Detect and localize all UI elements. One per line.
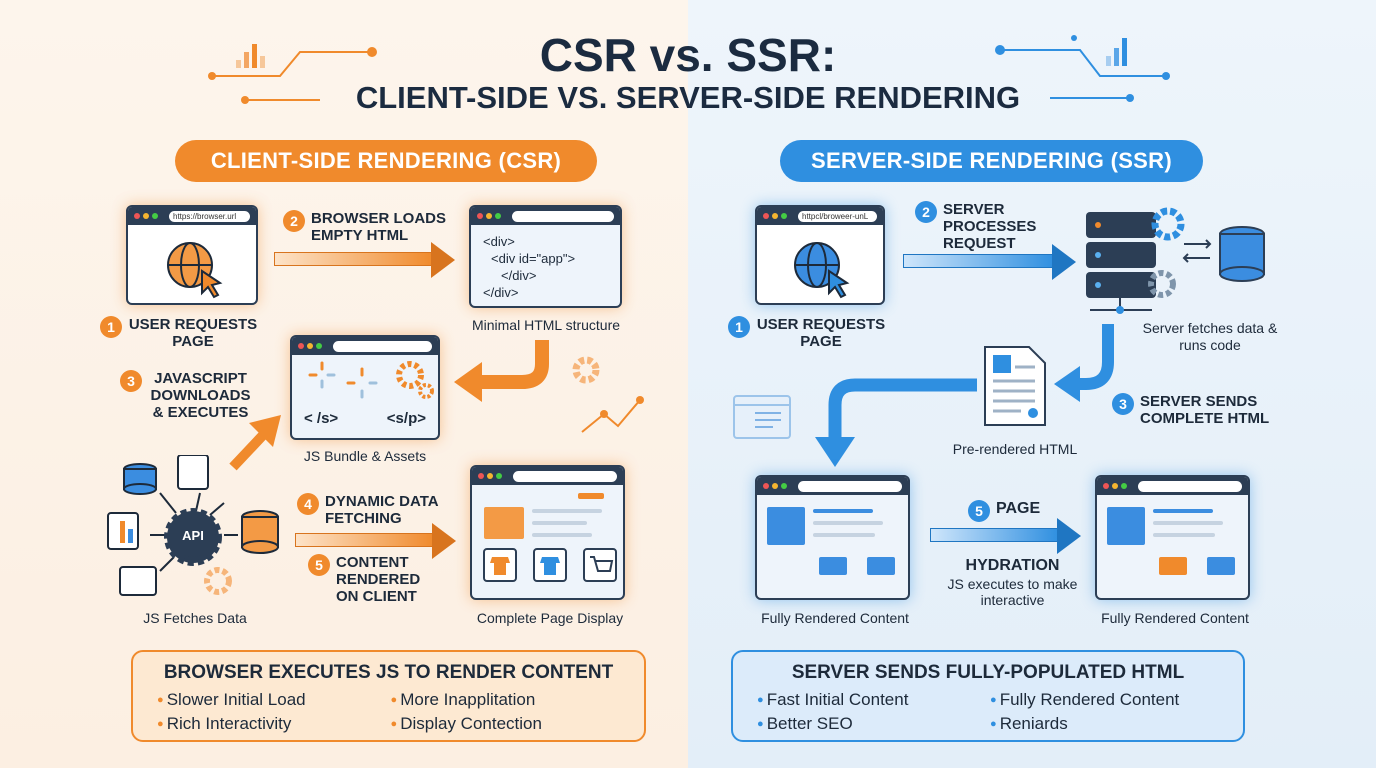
code-line: </div> xyxy=(501,268,537,283)
caption-fully-rendered-1: Fully Rendered Content xyxy=(761,610,909,626)
js-bundle-window: < /s> <s/p> xyxy=(290,335,440,440)
bundle-tag: < /s> xyxy=(304,410,339,427)
ssr-summary-box: SERVER SENDS FULLY-POPULATED HTML Fast I… xyxy=(731,650,1245,742)
csr-arrow-step2 xyxy=(274,242,455,278)
caption-complete-page: Complete Page Display xyxy=(476,610,624,626)
summary-item: Slower Initial Load xyxy=(157,690,391,710)
ssr-browser-request: httpcl/broweer-unL xyxy=(755,205,885,305)
circuit-decoration-icon xyxy=(995,35,1170,102)
csr-diagonal-arrow-icon xyxy=(229,415,281,471)
circuit-decoration-icon xyxy=(208,44,377,104)
api-data-cluster-icon xyxy=(107,455,279,596)
summary-item: Fast Initial Content xyxy=(757,690,990,710)
csr-section-pill: CLIENT-SIDE RENDERING (CSR) xyxy=(175,140,597,182)
hydration-title: HYDRATION xyxy=(965,557,1060,574)
summary-item: Better SEO xyxy=(757,714,990,734)
code-line: </div> xyxy=(483,285,519,300)
csr-summary-title: BROWSER EXECUTES JS TO RENDER CONTENT xyxy=(163,662,614,683)
server-database-icon xyxy=(1086,207,1265,314)
page-subtitle: CLIENT-SIDE VS. SERVER-SIDE RENDERING xyxy=(355,80,1021,115)
product-tiles-icon xyxy=(483,548,617,582)
bundle-tag: <s/p> xyxy=(386,410,426,427)
summary-item: Rich Interactivity xyxy=(157,714,391,734)
ssr-arrow-step2 xyxy=(903,244,1076,280)
caption-js-bundle: JS Bundle & Assets xyxy=(303,448,427,464)
url-bar: httpcl/broweer-unL xyxy=(798,210,877,222)
html-document-icon xyxy=(984,346,1046,426)
ssr-curved-arrow-icon xyxy=(1054,324,1114,402)
csr-summary-box: BROWSER EXECUTES JS TO RENDER CONTENT Sl… xyxy=(131,650,646,742)
globe-cursor-icon xyxy=(167,242,223,299)
csr-browser-request: https://browser.url xyxy=(126,205,258,305)
complete-page-window xyxy=(470,465,625,600)
page-title: CSR vs. SSR: xyxy=(539,29,837,81)
ssr-arrow-hydration xyxy=(930,518,1081,554)
caption-minimal-html: Minimal HTML structure xyxy=(471,317,621,333)
summary-item: Reniards xyxy=(990,714,1223,734)
summary-item: More Inapplitation xyxy=(391,690,625,710)
ssr-rendered-window-1 xyxy=(755,475,910,600)
csr-empty-html-window: <div> <div id="app"> </div> </div> xyxy=(469,205,622,308)
caption-server-fetches: Server fetches data & runs code xyxy=(1142,320,1278,353)
caption-prerendered: Pre-rendered HTML xyxy=(952,441,1078,457)
caption-js-fetches: JS Fetches Data xyxy=(143,610,247,626)
url-bar: https://browser.url xyxy=(169,210,250,222)
caption-fully-rendered-2: Fully Rendered Content xyxy=(1101,610,1249,626)
ssr-down-arrow-icon xyxy=(815,378,977,467)
api-label: API xyxy=(182,528,204,543)
loading-spinner-gear-icon xyxy=(308,361,434,399)
csr-curved-arrow-icon xyxy=(454,340,549,402)
code-window-icon xyxy=(733,395,791,439)
code-line: <div id="app"> xyxy=(491,251,576,266)
ssr-section-pill: SERVER-SIDE RENDERING (SSR) xyxy=(780,140,1203,182)
decorative-gear-chart-icon xyxy=(572,356,644,433)
globe-cursor-icon xyxy=(794,242,850,299)
summary-item: Fully Rendered Content xyxy=(990,690,1223,710)
code-line: <div> xyxy=(483,234,515,249)
ssr-summary-title: SERVER SENDS FULLY-POPULATED HTML xyxy=(791,662,1185,683)
csr-arrow-step4 xyxy=(295,523,456,559)
hydration-description: JS executes to make interactive xyxy=(947,576,1078,608)
ssr-rendered-window-2 xyxy=(1095,475,1250,600)
summary-item: Display Contection xyxy=(391,714,625,734)
